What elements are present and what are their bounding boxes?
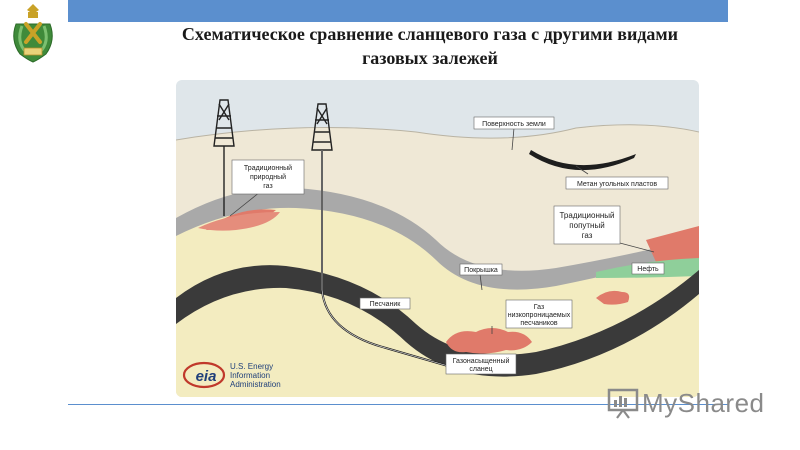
associated-gas-label-3: газ: [582, 231, 593, 240]
seal-layer: [176, 187, 699, 290]
title-line-2: газовых залежей: [362, 48, 498, 68]
conventional-gas-label-1: Традиционный: [244, 164, 292, 172]
eia-logo-icon: [182, 361, 226, 389]
slide-title: Схематическое сравнение сланцевого газа …: [110, 22, 750, 70]
shale-layer: [176, 265, 699, 377]
tight-sand-gas-label-2: низкопроницаемых: [508, 312, 571, 319]
eia-logo: eia U.S. Energy Information Administrati…: [182, 361, 281, 389]
coal-bed: [529, 150, 636, 171]
drilling-rig-left-icon: [213, 99, 235, 216]
tight-sand-gas-deposit: [446, 328, 532, 354]
watermark: MyShared: [606, 384, 796, 424]
university-emblem-icon: [13, 4, 53, 63]
tight-sand-gas-label-1: Газ: [534, 304, 544, 311]
geology-diagram: Поверхность земли Метан угольных пластов…: [176, 80, 699, 397]
shale-gas-label-1: Газонасыщенный: [453, 357, 510, 365]
title-line-1: Схематическое сравнение сланцевого газа …: [181, 24, 679, 44]
conventional-gas-label-3: газ: [263, 183, 272, 190]
eia-logo-line-1: U.S. Energy: [230, 362, 273, 371]
tight-sand-gas-label-3: песчаников: [520, 320, 557, 327]
associated-gas-label-2: попутный: [569, 221, 604, 230]
shale-gas-label-2: сланец: [469, 366, 492, 373]
associated-gas-label-1: Традиционный: [559, 211, 614, 220]
associated-gas-deposit: [646, 226, 699, 262]
eia-logo-mark: eia: [196, 368, 217, 385]
watermark-text: MyShared: [642, 388, 765, 418]
bottom-divider: [68, 404, 728, 405]
sandstone-label: Песчаник: [370, 301, 402, 308]
eia-logo-line-2: Information: [230, 371, 270, 380]
geology-diagram-svg: Поверхность земли Метан угольных пластов…: [176, 99, 699, 397]
seal-label: Покрышка: [464, 267, 498, 274]
presentation-board-icon: [607, 388, 639, 419]
coalbed-methane-label: Метан угольных пластов: [577, 181, 657, 188]
drilling-rig-right-icon: [311, 103, 333, 151]
top-accent-bar: [68, 0, 728, 22]
oil-label: Нефть: [637, 266, 659, 273]
surface-label: Поверхность земли: [482, 121, 546, 128]
eia-logo-line-3: Administration: [230, 380, 281, 389]
conventional-gas-label-2: природный: [250, 173, 286, 181]
